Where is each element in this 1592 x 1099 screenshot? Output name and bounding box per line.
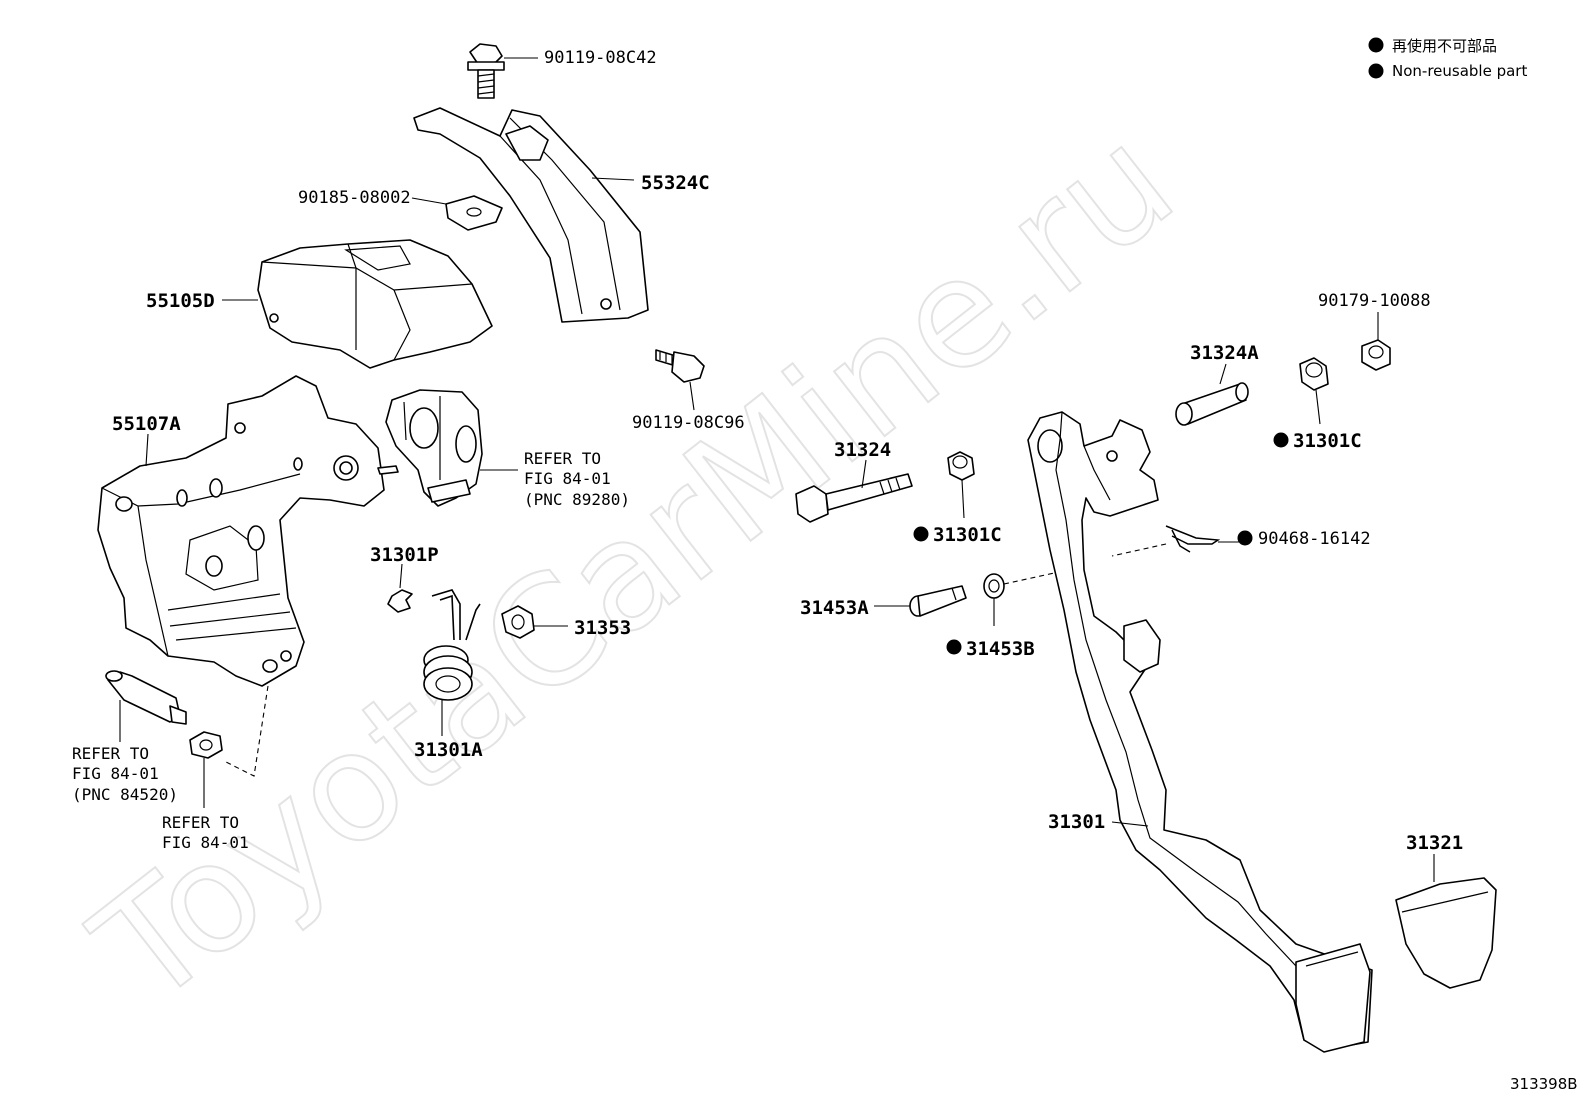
- ref1-line1: REFER TO: [524, 449, 601, 468]
- leader-31324: [861, 459, 867, 489]
- part-label-55324C[interactable]: 55324C: [641, 172, 710, 194]
- clip-90468-16142-drawing: [1165, 525, 1221, 553]
- leader-55324C: [591, 177, 635, 181]
- leader-31324A: [1219, 363, 1227, 385]
- pedal-pad-31321-drawing: [1395, 877, 1497, 989]
- stop-lamp-switch-drawing: [105, 670, 187, 725]
- part-label-31453B[interactable]: 31453B: [966, 638, 1035, 660]
- leader-55107A: [145, 433, 149, 467]
- part-label-31301C-b[interactable]: 31301C: [1293, 430, 1362, 452]
- bushing-31453B-drawing: [983, 573, 1005, 599]
- bushing-31353-drawing: [501, 605, 535, 639]
- leader-31301P: [399, 563, 403, 589]
- part-label-31321[interactable]: 31321: [1406, 832, 1463, 854]
- non-reusable-mark-icon: [1273, 432, 1289, 448]
- part-label-31301[interactable]: 31301: [1048, 811, 1105, 833]
- nut-31301C-drawing: [947, 451, 975, 481]
- leader-90185-08002: [411, 197, 447, 205]
- clip-31301P-drawing: [387, 589, 413, 613]
- non-reusable-mark-icon: [946, 639, 962, 655]
- figure-code: 313398B: [1510, 1075, 1578, 1093]
- bracket-55324C-drawing: [413, 107, 649, 323]
- part-label-31301P[interactable]: 31301P: [370, 544, 439, 566]
- ref3-line1: REFER TO: [162, 813, 239, 832]
- part-label-31301C-a[interactable]: 31301C: [933, 524, 1002, 546]
- part-label-90468-16142[interactable]: 90468-16142: [1258, 529, 1371, 549]
- non-reusable-mark-icon: [1237, 530, 1253, 546]
- cover-55105D-drawing: [257, 239, 493, 369]
- part-label-31353[interactable]: 31353: [574, 617, 631, 639]
- bolt-90119-08C42-drawing: [467, 43, 505, 99]
- pedal-arm-31301-drawing: [1027, 411, 1373, 1053]
- assembly-line-nut: [225, 685, 269, 777]
- leader-31301C-a: [961, 479, 965, 519]
- part-label-31324[interactable]: 31324: [834, 439, 891, 461]
- leader-90119-08C96: [689, 381, 695, 411]
- leader-31301: [1111, 821, 1149, 827]
- part-label-55107A[interactable]: 55107A: [112, 413, 181, 435]
- part-label-31301A[interactable]: 31301A: [414, 739, 483, 761]
- bolt-31324-drawing: [795, 473, 913, 523]
- collar-31324A-drawing: [1175, 382, 1249, 426]
- assembly-line-clip: [1111, 543, 1167, 557]
- part-label-90179-10088[interactable]: 90179-10088: [1318, 291, 1431, 311]
- leader-31301C-b: [1315, 389, 1321, 425]
- ref2-line1: REFER TO: [72, 744, 149, 763]
- legend: 再使用不可部品 Non-reusable part: [1368, 37, 1527, 80]
- part-label-31324A[interactable]: 31324A: [1190, 342, 1259, 364]
- hex-nut-drawing: [189, 731, 223, 759]
- ref3-line2: FIG 84-01: [162, 833, 249, 852]
- part-label-90119-08C42[interactable]: 90119-08C42: [544, 48, 657, 68]
- ref2-line2: FIG 84-01: [72, 764, 159, 783]
- part-label-90119-08C96[interactable]: 90119-08C96: [632, 413, 745, 433]
- pedal-sensor-drawing: [385, 389, 483, 507]
- legend-english: Non-reusable part: [1392, 62, 1527, 80]
- bracket-55107A-drawing: [97, 375, 399, 687]
- ref1-line3: (PNC 89280): [524, 490, 630, 509]
- non-reusable-bullet-icon: [1368, 63, 1384, 79]
- pin-31453A-drawing: [909, 585, 967, 617]
- nut-31301C-b-drawing: [1299, 357, 1329, 391]
- ref1-line2: FIG 84-01: [524, 469, 611, 488]
- nut-90179-10088-drawing: [1361, 339, 1391, 371]
- clip-nut-90185-08002-drawing: [445, 195, 503, 231]
- part-label-90185-08002[interactable]: 90185-08002: [298, 188, 411, 208]
- bolt-90119-08C96-drawing: [655, 349, 705, 383]
- part-label-31453A[interactable]: 31453A: [800, 597, 869, 619]
- ref2-line3: (PNC 84520): [72, 785, 178, 804]
- part-label-55105D[interactable]: 55105D: [146, 290, 215, 312]
- spring-31301A-drawing: [423, 589, 481, 701]
- non-reusable-mark-icon: [913, 526, 929, 542]
- legend-japanese: 再使用不可部品: [1392, 37, 1497, 55]
- non-reusable-bullet-icon: [1368, 37, 1384, 53]
